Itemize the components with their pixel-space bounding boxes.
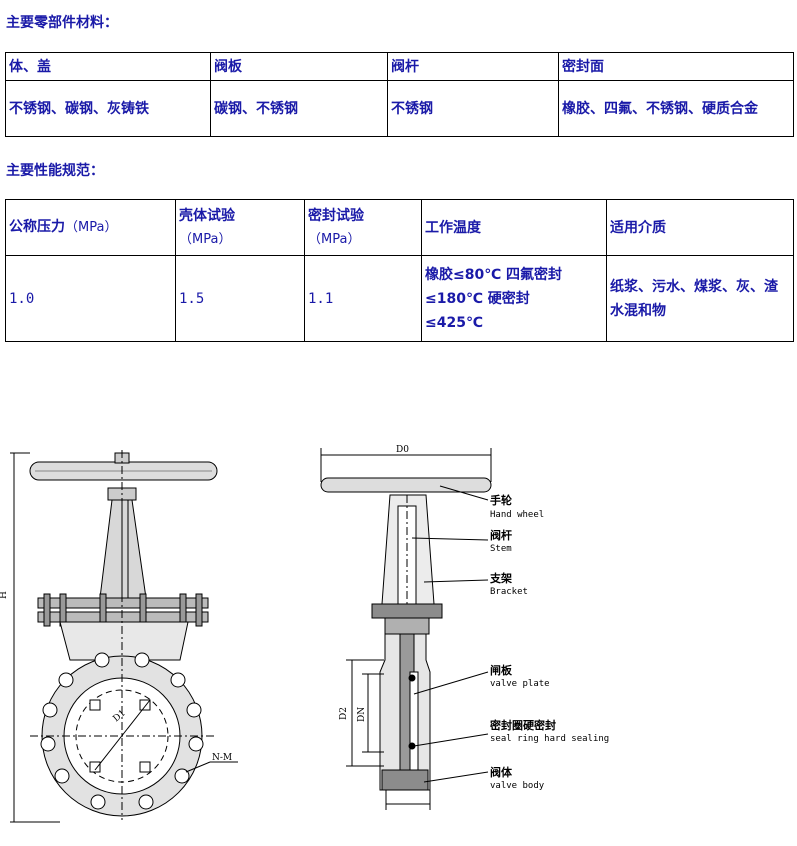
header-nominal-pressure-label: 公称压力 xyxy=(9,219,65,235)
cell-shell: 1.5 xyxy=(175,255,305,342)
label-stem-en: Stem xyxy=(490,544,512,554)
cell-seal-material: 橡胶、四氟、不锈钢、硬质合金 xyxy=(558,80,794,137)
header-shell-test-unit: （MPa） xyxy=(179,231,232,247)
cell-medium: 纸浆、污水、煤浆、灰、渣水混和物 xyxy=(606,255,794,342)
header-seal-test-unit: （MPa） xyxy=(308,231,361,247)
performance-table: 公称压力（MPa） 壳体试验 （MPa） 密封试验 （MPa） 工作温度 适用介… xyxy=(5,199,794,342)
dim-h: H xyxy=(0,591,9,599)
temp-line-2: ≤180℃ 硬密封 xyxy=(425,290,530,307)
header-body-cover: 体、盖 xyxy=(5,52,211,81)
cell-pressure: 1.0 xyxy=(5,255,176,342)
label-body-en: valve body xyxy=(490,781,545,791)
cell-temperature: 橡胶≤80℃ 四氟密封 ≤180℃ 硬密封 ≤425℃ xyxy=(421,255,607,342)
dim-d2: D2 xyxy=(339,707,349,720)
cell-body-material: 不锈钢、碳钢、灰铸铁 xyxy=(5,80,211,137)
header-work-temp: 工作温度 xyxy=(421,199,607,256)
header-nominal-pressure-unit: （MPa） xyxy=(65,220,118,235)
section-view xyxy=(320,448,492,810)
label-seal-cn: 密封圈硬密封 xyxy=(490,718,556,732)
label-handwheel-en: Hand wheel xyxy=(490,510,544,520)
header-valve-plate: 阀板 xyxy=(210,52,388,81)
materials-table: 体、盖 阀板 阀杆 密封面 不锈钢、碳钢、灰铸铁 碳钢、不锈钢 不锈钢 橡胶、四… xyxy=(5,52,794,137)
label-plate-cn: 闸板 xyxy=(490,663,513,677)
dim-dn: DN xyxy=(357,707,367,722)
label-plate-en: valve plate xyxy=(490,679,550,689)
label-seal-en: seal ring hard sealing xyxy=(490,734,609,744)
section-title-performance: 主要性能规范： xyxy=(6,163,104,179)
dim-d0: D0 xyxy=(396,445,409,455)
label-bracket-en: Bracket xyxy=(490,587,528,597)
header-seal-test: 密封试验 （MPa） xyxy=(304,199,422,256)
header-stem: 阀杆 xyxy=(387,52,559,81)
front-view xyxy=(10,450,238,823)
header-seal-test-label: 密封试验 xyxy=(308,207,364,224)
label-body-cn: 阀体 xyxy=(490,765,513,779)
header-shell-test-label: 壳体试验 xyxy=(179,207,235,224)
temp-line-1: 橡胶≤80℃ 四氟密封 xyxy=(425,266,563,283)
temp-line-3: ≤425℃ xyxy=(425,314,483,331)
label-bracket-cn: 支架 xyxy=(489,571,512,585)
label-stem-cn: 阀杆 xyxy=(490,528,512,542)
header-medium: 适用介质 xyxy=(606,199,794,256)
dim-nm: N-M xyxy=(212,753,232,763)
cell-seal: 1.1 xyxy=(304,255,422,342)
cell-stem-material: 不锈钢 xyxy=(387,80,559,137)
label-handwheel-cn: 手轮 xyxy=(490,493,512,507)
section-title-materials: 主要零部件材料： xyxy=(6,15,118,31)
cell-plate-material: 碳钢、不锈钢 xyxy=(210,80,388,137)
header-seal-face: 密封面 xyxy=(558,52,794,81)
